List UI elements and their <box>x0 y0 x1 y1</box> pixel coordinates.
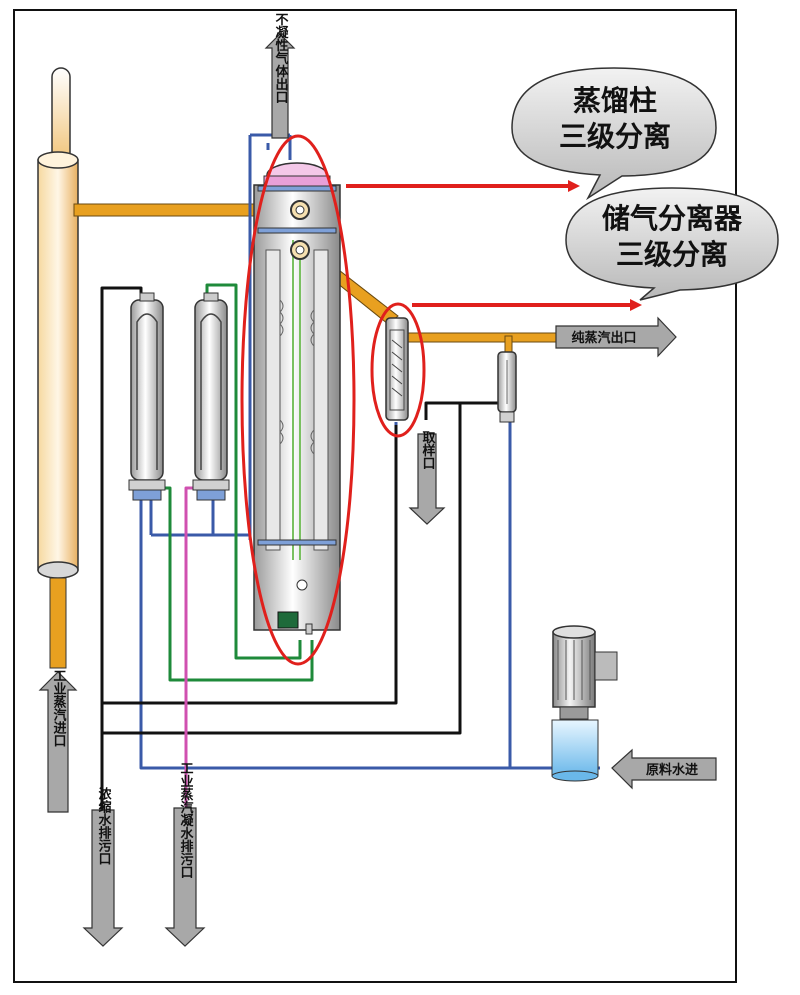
callout-storage-line1: 储气分离器 <box>602 202 743 235</box>
evaporator-1 <box>128 292 166 501</box>
condensate-drain-label: 工业蒸汽凝水排污口 <box>178 762 194 879</box>
feed-water-inlet-arrow: 原料水进 <box>611 748 717 790</box>
sampling-port-arrow: 取样口 <box>408 431 446 525</box>
callout-storage-line2: 三级分离 <box>616 238 728 271</box>
evaporator-2 <box>192 292 230 501</box>
column-highlight-ellipse <box>240 134 356 666</box>
sampling-port-label: 取样口 <box>420 431 436 470</box>
red-callout-arrows <box>346 180 642 311</box>
pure-steam-outlet-label: 纯蒸汽出口 <box>571 330 636 346</box>
sample-cooler <box>497 351 517 423</box>
separator-highlight-ellipse <box>370 302 426 438</box>
industrial-steam-header <box>37 67 79 669</box>
industrial-steam-inlet-arrow: 工业蒸汽进口 <box>38 669 78 813</box>
callout-distillation-column: 蒸馏柱 三级分离 <box>511 67 717 201</box>
process-lines <box>100 133 600 905</box>
feed-water-inlet-label: 原料水进 <box>646 762 698 778</box>
industrial-steam-inlet-label: 工业蒸汽进口 <box>51 669 67 747</box>
distillation-column <box>253 162 341 635</box>
callout-storage-separator: 储气分离器 三级分离 <box>565 187 779 301</box>
noncondensable-outlet-label: 不凝性气体出口 <box>273 13 289 104</box>
pure-steam-outlet-arrow: 纯蒸汽出口 <box>555 316 677 358</box>
noncondensable-gas-outlet-arrow: 不凝性气体出口 <box>264 13 296 139</box>
callout-column-line1: 蒸馏柱 <box>573 84 657 117</box>
concentrate-drain-arrow: 浓缩水排污口 <box>82 786 124 947</box>
callout-column-line2: 三级分离 <box>559 120 671 153</box>
feed-water-tank <box>551 719 599 782</box>
concentrate-drain-label: 浓缩水排污口 <box>96 786 112 865</box>
condensate-drain-arrow: 工业蒸汽凝水排污口 <box>164 762 206 947</box>
feed-pump <box>552 625 618 720</box>
storage-separator <box>385 317 409 421</box>
